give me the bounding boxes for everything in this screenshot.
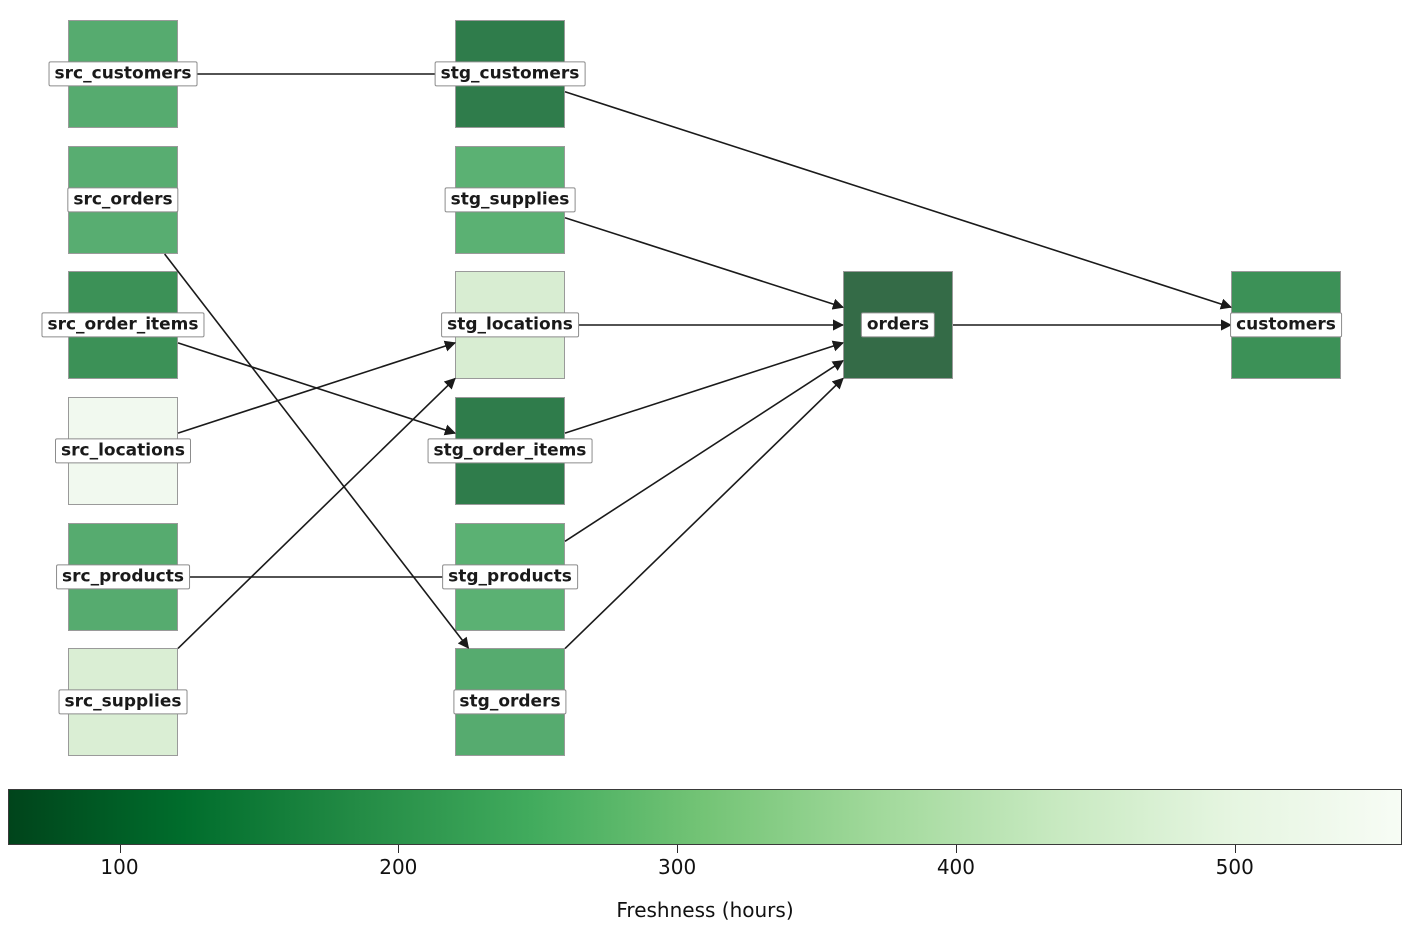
edge-stg_order_items-to-orders	[564, 340, 845, 434]
node-label-src_customers[interactable]: src_customers	[48, 61, 198, 87]
node-label-customers[interactable]: customers	[1230, 312, 1342, 338]
colorbar-tick-label: 100	[100, 855, 139, 879]
edge-src_locations-to-stg_locations	[177, 340, 457, 434]
node-label-src_orders[interactable]: src_orders	[67, 187, 179, 213]
colorbar-tick-mark	[1234, 845, 1236, 853]
colorbar-axis-label: Freshness (hours)	[616, 898, 794, 922]
colorbar-tick-mark	[398, 845, 400, 853]
colorbar-tick-label: 500	[1215, 855, 1254, 879]
node-label-stg_orders[interactable]: stg_orders	[453, 689, 567, 715]
colorbar-tick-label: 400	[936, 855, 975, 879]
edge-src_orders-to-stg_orders	[163, 253, 470, 649]
edge-stg_supplies-to-orders	[564, 216, 845, 310]
colorbar[interactable]	[8, 789, 1402, 845]
colorbar-tick-label: 300	[658, 855, 697, 879]
node-label-stg_locations[interactable]: stg_locations	[441, 312, 579, 338]
node-label-stg_order_items[interactable]: stg_order_items	[427, 438, 593, 464]
colorbar-gradient	[8, 789, 1402, 845]
colorbar-tick-mark	[955, 845, 957, 853]
node-label-stg_supplies[interactable]: stg_supplies	[444, 187, 576, 213]
edge-src_supplies-to-stg_locations	[177, 377, 456, 649]
colorbar-tick-mark	[119, 845, 121, 853]
colorbar-tick-mark	[677, 845, 679, 853]
node-label-src_supplies[interactable]: src_supplies	[58, 689, 188, 715]
node-label-src_products[interactable]: src_products	[56, 564, 190, 590]
node-label-stg_products[interactable]: stg_products	[442, 564, 578, 590]
node-label-stg_customers[interactable]: stg_customers	[434, 61, 586, 87]
edge-stg_products-to-orders	[564, 360, 844, 542]
node-label-orders[interactable]: orders	[860, 312, 936, 338]
node-label-src_order_items[interactable]: src_order_items	[41, 312, 205, 338]
edge-stg_customers-to-customers	[564, 91, 1233, 310]
colorbar-tick-label: 200	[379, 855, 418, 879]
edge-stg_orders-to-orders	[564, 377, 844, 650]
node-label-src_locations[interactable]: src_locations	[55, 438, 191, 464]
